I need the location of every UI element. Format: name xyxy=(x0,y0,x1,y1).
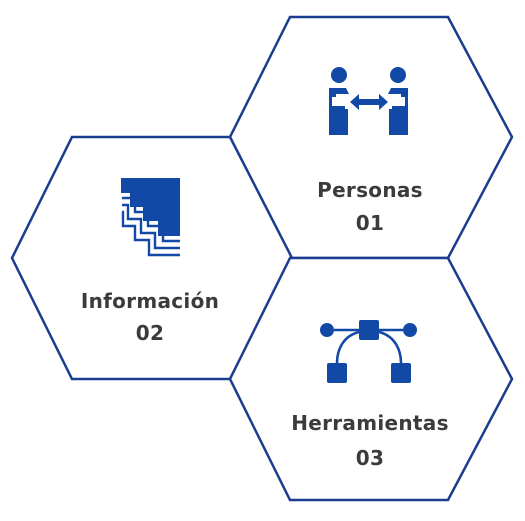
stairs-icon xyxy=(121,178,180,257)
hexagon-herramientas-title: Herramientas xyxy=(291,411,449,435)
hexagon-personas-number: 01 xyxy=(356,211,384,235)
hexagon-informacion-title: Información xyxy=(81,289,219,313)
hexagon-herramientas-outline xyxy=(228,256,514,502)
people-exchange-icon xyxy=(329,67,408,135)
hexagon-personas: Personas 01 xyxy=(228,15,514,260)
hexagon-personas-title: Personas xyxy=(317,178,423,202)
hexagon-herramientas-number: 03 xyxy=(356,446,384,470)
hexagon-herramientas: Herramientas 03 xyxy=(228,256,514,502)
bezier-path-icon xyxy=(320,320,417,383)
hexagon-informacion-number: 02 xyxy=(136,321,164,345)
hexagon-informacion: Información 02 xyxy=(10,135,294,381)
